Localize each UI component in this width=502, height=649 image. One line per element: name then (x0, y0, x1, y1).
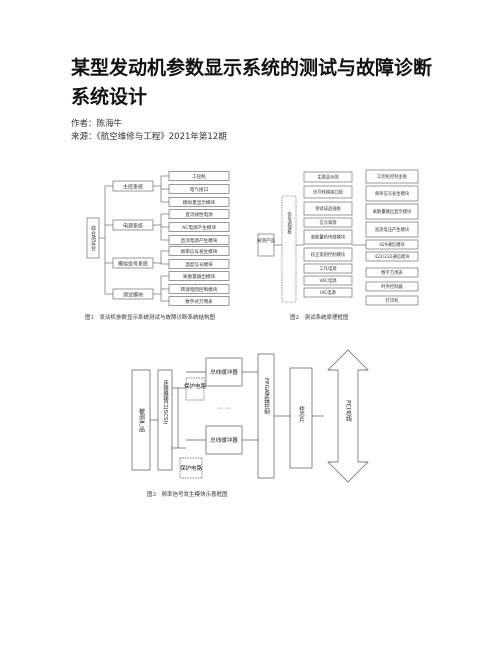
protect-label-top: 保护电路 (184, 382, 207, 390)
source-line: 来源：《航空维修与工程》2021年第12期 (71, 132, 227, 142)
right-block-label: 离散量输出显示模块 (373, 208, 412, 215)
right-block (365, 239, 419, 250)
center-block-label: 测试成品插板 (315, 205, 341, 212)
item-label: 直流电源产生模块 (181, 237, 218, 244)
right-block (365, 267, 419, 278)
protect-box-bottom (179, 457, 203, 479)
right-block (365, 203, 419, 220)
center-block-label: 工作电源 (319, 265, 337, 272)
root-label: 综合测试台 (90, 225, 96, 252)
right-block-label: 工控机控制主板 (377, 173, 408, 180)
article-title: 某型发动机参数显示系统的测试与故障诊断系统设计 (71, 57, 433, 108)
bridge-box (289, 367, 313, 469)
right-block (365, 281, 419, 292)
item-label: 频率信号发生模块 (181, 248, 218, 255)
fpga-box (257, 353, 275, 479)
product-label: 被测产品 (257, 237, 275, 244)
center-block-label: IAC电源 (320, 289, 336, 296)
item-label: 转速电阻控制模块 (181, 286, 218, 293)
author-line: 作者：陈海牛 (71, 119, 123, 129)
item-label: 直流线性电源 (185, 211, 213, 218)
right-block-label: 直流电压产生模块 (375, 226, 410, 233)
center-block-label: 信号调理 (319, 219, 337, 226)
group-label-power: 电源系统 (123, 223, 143, 230)
center-block-label: VAC电源 (319, 277, 337, 284)
center-block (303, 201, 353, 216)
figure-2-caption: 图2 测试系统原理框图 (290, 315, 349, 321)
item-label: 工控机 (192, 173, 206, 180)
right-block (365, 251, 419, 262)
center-block (303, 275, 353, 286)
center-block-label: 信号转换接口板 (313, 189, 344, 196)
center-block (303, 171, 353, 183)
item-box (168, 296, 230, 306)
center-block (303, 217, 353, 228)
product-box (257, 233, 275, 257)
pci-bus-arrow (327, 349, 369, 483)
right-block-label: 429通信模块 (379, 241, 405, 248)
fpga-label: FPGA逻辑控制 (263, 378, 270, 416)
item-box (168, 246, 230, 256)
figure-1-diagram: 综合测试台 主控系统 电源系统 模拟信号系统 测试模块 工控机电气接口模拟量显示… (86, 171, 230, 306)
buffer-label-bottom: 总线缓冲器 (210, 436, 238, 444)
figure-2: 被测产品 信号调理板 主要显示部信号转换接口板测试成品插板信号调理离散量检传感模… (256, 168, 428, 308)
figure-1: 综合测试台 主控系统 电源系统 模拟信号系统 测试模块 工控机电气接口模拟量显示… (85, 168, 243, 308)
right-block-label: 422/232通信模块 (374, 253, 410, 260)
center-block (303, 263, 353, 274)
item-box (168, 271, 230, 281)
figure-1-caption: 图1 发动机参数显示系统测试与故障诊断系统结构图 (85, 315, 216, 321)
group-label-test: 测试模块 (123, 292, 143, 299)
item-box (168, 222, 230, 232)
connector-label: 连接器接口(SCSI) (162, 379, 169, 424)
center-block (303, 247, 353, 262)
bridge-label: 桥芯片 (298, 405, 305, 424)
right-block-label: 频率信号发生模块 (375, 190, 410, 197)
item-box (168, 259, 230, 269)
item-label: 数字式万用表 (185, 298, 213, 305)
figure-2-diagram: 被测产品 信号调理板 主要显示部信号转换接口板测试成品插板信号调理离散量检传感模… (257, 169, 419, 306)
right-block (365, 169, 419, 184)
group-label-main: 主控系统 (123, 184, 143, 191)
center-block-label: 离散量检传感模块 (311, 234, 346, 241)
item-box (168, 197, 230, 207)
item-box (168, 235, 230, 245)
ellipsis: ⋯ ⋯ (217, 405, 231, 412)
item-box (168, 284, 230, 294)
item-label: 模拟量显示模块 (183, 199, 216, 206)
center-block-label: 主要显示部 (317, 174, 339, 181)
right-block-label: 打印机 (386, 297, 400, 304)
right-block-label: 时序控制器 (381, 283, 403, 290)
group-label-signal: 模拟信号系统 (118, 261, 148, 268)
item-label: AC电源产生模块 (182, 224, 216, 231)
center-block (303, 229, 353, 245)
right-block-label: 数字万用表 (381, 269, 403, 276)
figure-3: 被测产品 连接器接口(SCSI) 保护电路 保护电路 总线缓冲器 总线缓冲器 ⋯… (128, 348, 374, 484)
figure-3-caption: 图3 频率信号发生模块示意框图 (147, 492, 228, 498)
conditioning-label: 信号调理板 (287, 211, 292, 236)
protect-label-bottom: 保护电路 (180, 464, 203, 472)
right-block (365, 295, 419, 306)
protect-box-top (185, 377, 205, 401)
right-block (365, 185, 419, 202)
item-box (168, 209, 230, 219)
item-label: 离散量输出模块 (183, 273, 216, 280)
center-block (303, 287, 353, 298)
item-box (168, 184, 230, 194)
center-block (303, 185, 353, 199)
item-label: 电气接口 (190, 186, 209, 193)
pci-bus-label: PCI总线 (345, 400, 352, 422)
buffer-label-top: 总线缓冲器 (210, 368, 238, 376)
center-block-label: 校正电阻控制模块 (311, 251, 346, 258)
product-label-f3: 被测产品 (138, 407, 145, 433)
right-block (365, 221, 419, 238)
figure-3-diagram: 被测产品 连接器接口(SCSI) 保护电路 保护电路 总线缓冲器 总线缓冲器 ⋯… (131, 349, 369, 483)
item-label: 温度信号模块 (185, 261, 213, 268)
item-box (168, 171, 230, 181)
